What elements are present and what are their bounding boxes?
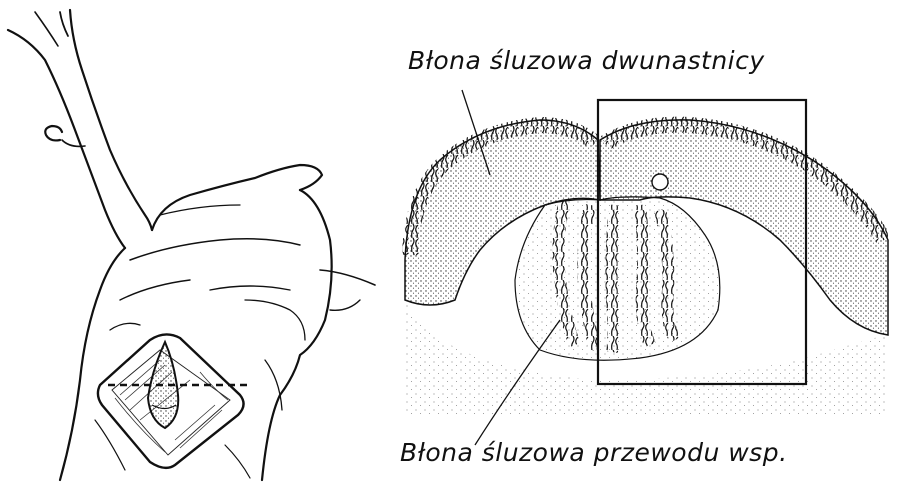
duct-mucosa-label: Błona śluzowa przewodu wsp. (400, 438, 788, 467)
mucosa-cross-section (405, 90, 888, 445)
duodenal-mucosa-label: Błona śluzowa dwunastnicy (408, 46, 765, 75)
